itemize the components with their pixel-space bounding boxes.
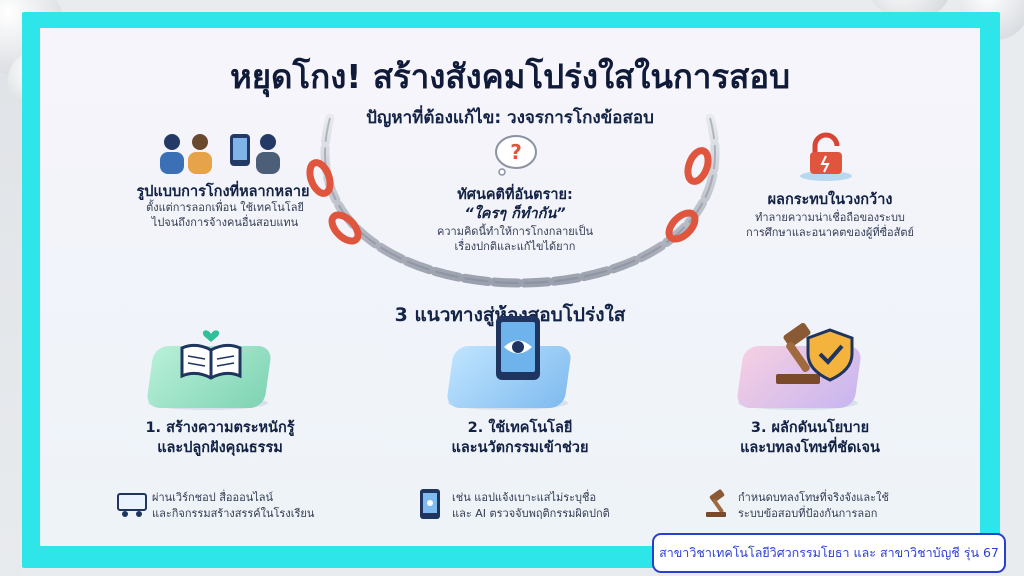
chain-illustration (306, 113, 720, 288)
eye-app-icon (420, 489, 440, 519)
gavel-icon (706, 489, 726, 517)
pillar-3-title-line: 3. ผลักดันนโยบาย (750, 420, 870, 436)
pillar-3-desc-line: ระบบข้อสอบที่ป้องกันการลอก (738, 507, 878, 520)
pillar-1-desc-line: ผ่านเวิร์กชอป สื่อออนไลน์ (152, 491, 274, 504)
pillar-2-desc-line: และ AI ตรวจจับพฤติกรรมผิดปกติ (452, 507, 610, 520)
problem-1-title: รูปแบบการโกงที่หลากหลาย (136, 184, 310, 200)
problem-2-desc: ความคิดนี้ทำให้การโกงกลายเป็น เรื่องปกติ… (400, 224, 630, 254)
poster-title: หยุดโกง! สร้างสังคมโปร่งใสในการสอบ (229, 57, 791, 96)
gavel-shield-icon (776, 322, 854, 384)
problem-2-title: ทัศนคติที่อันตราย: (457, 187, 573, 203)
pillar-1-title-line: 1. สร้างความตระหนักรู้ (145, 420, 295, 436)
pillar-1-desc-line: และกิจกรรมสร้างสรรค์ในโรงเรียน (152, 507, 315, 520)
pillar-2-title-line: 2. ใช้เทคโนโลยี (467, 420, 573, 436)
problem-3-desc: ทำลายความน่าเชื่อถือของระบบ การศึกษาและอ… (700, 210, 960, 240)
people-cheating-icon (160, 134, 280, 174)
problem-3-title: ผลกระทบในวงกว้าง (767, 192, 893, 208)
problem-1-desc: ตั้งแต่การลอกเพื่อน ใช้เทคโนโลยี ไปจนถึง… (110, 200, 340, 230)
pillar-2-desc: เช่น แอปแจ้งเบาะแสไม่ระบุชื่อ และ AI ตรว… (452, 490, 672, 522)
problem-2-desc-line: ความคิดนี้ทำให้การโกงกลายเป็น (436, 225, 593, 238)
problem-1-desc-line: ตั้งแต่การลอกเพื่อน ใช้เทคโนโลยี (146, 201, 304, 214)
pillar-3-title-line: และบทลงโทษที่ชัดเจน (740, 440, 880, 456)
pillar-2-title-line: และนวัตกรรมเข้าช่วย (451, 440, 589, 456)
pillar-1-desc: ผ่านเวิร์กชอป สื่อออนไลน์ และกิจกรรมสร้า… (152, 490, 362, 522)
pillar-1-title: 1. สร้างความตระหนักรู้ และปลูกฝังคุณธรรม (100, 418, 340, 458)
pillar-2-desc-line: เช่น แอปแจ้งเบาะแสไม่ระบุชื่อ (452, 491, 597, 504)
pillar-3-desc-line: กำหนดบทลงโทษที่จริงจังและใช้ (738, 491, 889, 504)
problem-2-quote: “ใครๆ ก็ทำกัน” (464, 206, 566, 222)
problem-3-desc-line: การศึกษาและอนาคตของผู้ที่ซื่อสัตย์ (746, 226, 914, 239)
broken-lock-icon (800, 132, 852, 181)
footer-caption: สาขาวิชาเทคโนโลยีวิศวกรรมโยธา และ สาขาวิ… (652, 533, 1006, 573)
workshop-icon (117, 493, 147, 517)
problem-2-desc-line: เรื่องปกติและแก้ไขได้ยาก (454, 240, 576, 253)
book-heart-icon (180, 330, 242, 380)
pillar-2-title: 2. ใช้เทคโนโลยี และนวัตกรรมเข้าช่วย (400, 418, 640, 458)
solutions-section-title: 3 แนวทางสู่ห้องสอบโปร่งใส (394, 304, 626, 326)
problem-1-desc-line: ไปจนถึงการจ้างคนอื่นสอบแทน (151, 216, 299, 229)
pillar-3-desc: กำหนดบทลงโทษที่จริงจังและใช้ ระบบข้อสอบท… (738, 490, 968, 522)
tablet-eye-icon (496, 316, 540, 380)
question-bubble-icon: ? (495, 135, 537, 176)
problem-subtitle: ปัญหาที่ต้องแก้ไข: วงจรการโกงข้อสอบ (366, 108, 654, 128)
poster: หยุดโกง! สร้างสังคมโปร่งใสในการสอบ ปัญหา… (40, 28, 980, 546)
problem-3-desc-line: ทำลายความน่าเชื่อถือของระบบ (755, 211, 905, 224)
pillar-3-title: 3. ผลักดันนโยบาย และบทลงโทษที่ชัดเจน (690, 418, 930, 458)
pillar-1-title-line: และปลูกฝังคุณธรรม (157, 440, 283, 456)
svg-text:?: ? (510, 140, 522, 164)
slide-left-margin (0, 0, 22, 576)
